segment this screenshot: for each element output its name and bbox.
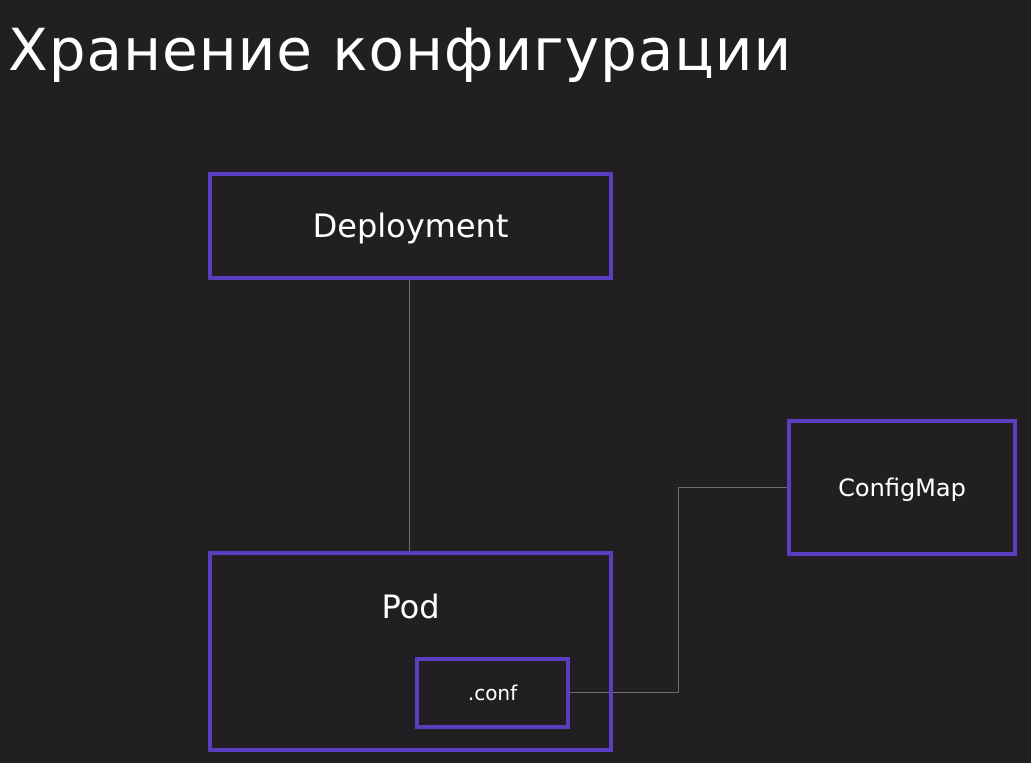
conf-label: .conf bbox=[467, 681, 518, 705]
connector-conf-configmap-horizontal-2 bbox=[678, 487, 787, 488]
slide-title: Хранение конфигурации bbox=[8, 16, 793, 84]
pod-node: Pod bbox=[208, 551, 613, 752]
connector-deployment-pod bbox=[409, 280, 410, 551]
connector-conf-configmap-horizontal-1 bbox=[570, 692, 679, 693]
configmap-label: ConfigMap bbox=[838, 473, 966, 502]
pod-label: Pod bbox=[381, 588, 440, 626]
deployment-node: Deployment bbox=[208, 172, 613, 280]
configmap-node: ConfigMap bbox=[787, 419, 1017, 556]
connector-conf-configmap-vertical bbox=[678, 487, 679, 693]
deployment-label: Deployment bbox=[312, 207, 509, 245]
conf-file-node: .conf bbox=[415, 657, 570, 729]
